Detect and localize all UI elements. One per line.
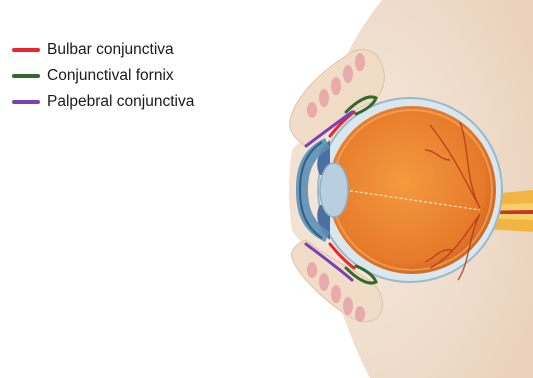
lens [320, 163, 348, 217]
